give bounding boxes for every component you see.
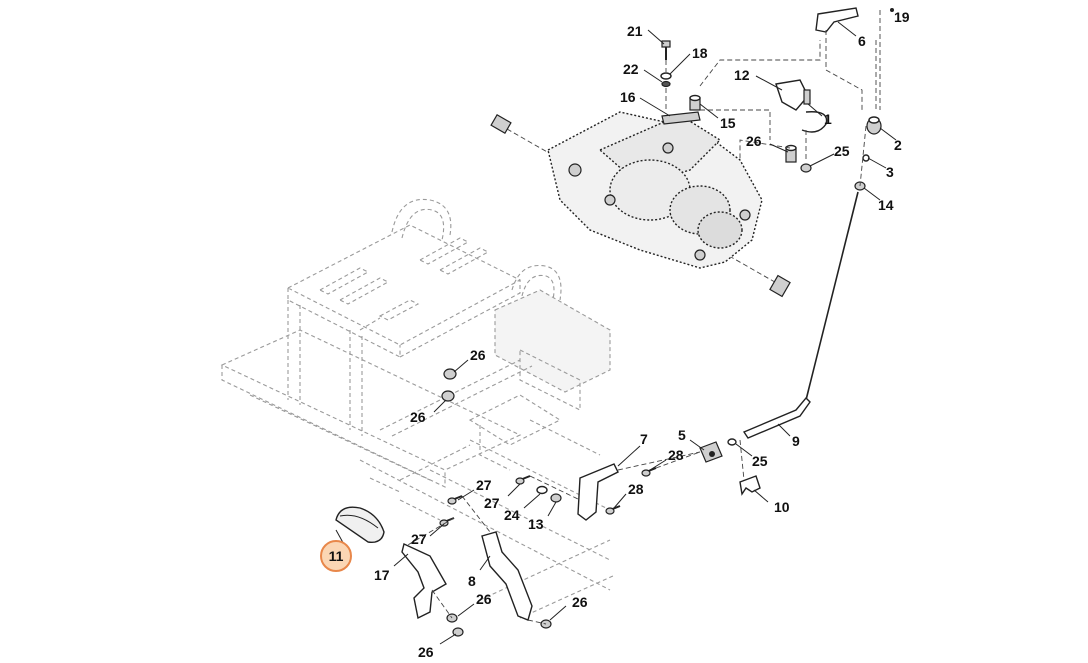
callout-13[interactable]: 13 xyxy=(528,516,544,532)
callout-26-lower-a[interactable]: 26 xyxy=(476,591,492,607)
callout-11-highlighted[interactable]: 11 xyxy=(320,540,352,572)
part-21-bolt xyxy=(661,40,671,60)
callout-11-label: 11 xyxy=(329,548,344,564)
part-18-washer xyxy=(660,72,672,80)
callout-26-lower-c[interactable]: 26 xyxy=(572,594,588,610)
part-1-clip xyxy=(801,89,828,133)
callout-24[interactable]: 24 xyxy=(504,507,520,523)
callout-27-c[interactable]: 27 xyxy=(411,531,427,547)
callout-14[interactable]: 26 xyxy=(746,133,762,149)
assembly-guides-lower xyxy=(405,439,745,625)
callout-leaders xyxy=(335,21,897,645)
callout-6[interactable]: 6 xyxy=(858,33,866,49)
part-5-ball-joint xyxy=(699,441,723,463)
callout-21[interactable]: 21 xyxy=(627,23,643,39)
part-28-bolt-upper xyxy=(641,467,657,477)
callout-16[interactable]: 16 xyxy=(620,89,636,105)
callout-2[interactable]: 2 xyxy=(894,137,902,153)
transaxle-assembly xyxy=(490,111,791,298)
callout-26-frame-a[interactable]: 26 xyxy=(470,347,486,363)
part-11-knob xyxy=(335,506,385,543)
part-26-nut-upper xyxy=(800,163,812,173)
callout-25-upper[interactable]: 14 xyxy=(878,197,894,213)
part-15-bushing xyxy=(689,94,701,111)
part-8-lever xyxy=(481,531,533,621)
part-14-bushing xyxy=(785,144,797,163)
part-19-marker xyxy=(890,8,894,12)
part-12-arm xyxy=(775,79,809,111)
callout-18[interactable]: 18 xyxy=(692,45,708,61)
part-2-knob xyxy=(866,116,882,135)
highlight-ring xyxy=(320,540,352,572)
callout-10[interactable]: 10 xyxy=(774,499,790,515)
part-6-bracket xyxy=(815,7,859,33)
callout-19[interactable]: 19 xyxy=(894,9,910,25)
callout-9[interactable]: 9 xyxy=(792,433,800,449)
callout-15[interactable]: 15 xyxy=(720,115,736,131)
part-22-washer xyxy=(661,80,671,88)
callout-28-lower[interactable]: 28 xyxy=(628,481,644,497)
callout-3[interactable]: 3 xyxy=(886,164,894,180)
callout-28-upper[interactable]: 28 xyxy=(668,447,684,463)
callout-7[interactable]: 7 xyxy=(640,431,648,447)
part-28-bolt-lower xyxy=(605,505,621,515)
callout-17[interactable]: 17 xyxy=(374,567,390,583)
part-27-bolt-a xyxy=(447,495,463,505)
callout-12[interactable]: 12 xyxy=(734,67,750,83)
part-24-washer xyxy=(536,485,548,495)
callout-1[interactable]: 1 xyxy=(824,111,832,127)
part-7-plate xyxy=(577,463,619,521)
frame-chassis-outline xyxy=(220,198,616,619)
callout-26-upper[interactable]: 25 xyxy=(834,143,850,159)
callout-8[interactable]: 8 xyxy=(468,573,476,589)
part-13-nut xyxy=(550,493,562,503)
part-25-washer-lower xyxy=(727,438,737,446)
callout-27-b[interactable]: 27 xyxy=(484,495,500,511)
part-27-bolt-b xyxy=(515,475,531,485)
callout-25-lower[interactable]: 25 xyxy=(752,453,768,469)
control-rod-long xyxy=(805,191,859,401)
part-26-nut-frame-b xyxy=(441,390,455,402)
callout-26-lower-b[interactable]: 26 xyxy=(418,644,434,660)
callout-22[interactable]: 22 xyxy=(623,61,639,77)
part-10-bracket xyxy=(739,475,761,496)
part-26-nut-frame-a xyxy=(443,368,457,380)
part-16-bracket xyxy=(661,111,701,125)
callout-26-frame-b[interactable]: 26 xyxy=(410,409,426,425)
callout-27-a[interactable]: 27 xyxy=(476,477,492,493)
part-9-rod xyxy=(742,396,811,439)
callout-labels: 21 18 22 16 15 12 1 6 19 2 3 14 26 25 26… xyxy=(320,9,910,660)
part-17-lever xyxy=(401,543,447,620)
callout-5[interactable]: 5 xyxy=(678,427,686,443)
